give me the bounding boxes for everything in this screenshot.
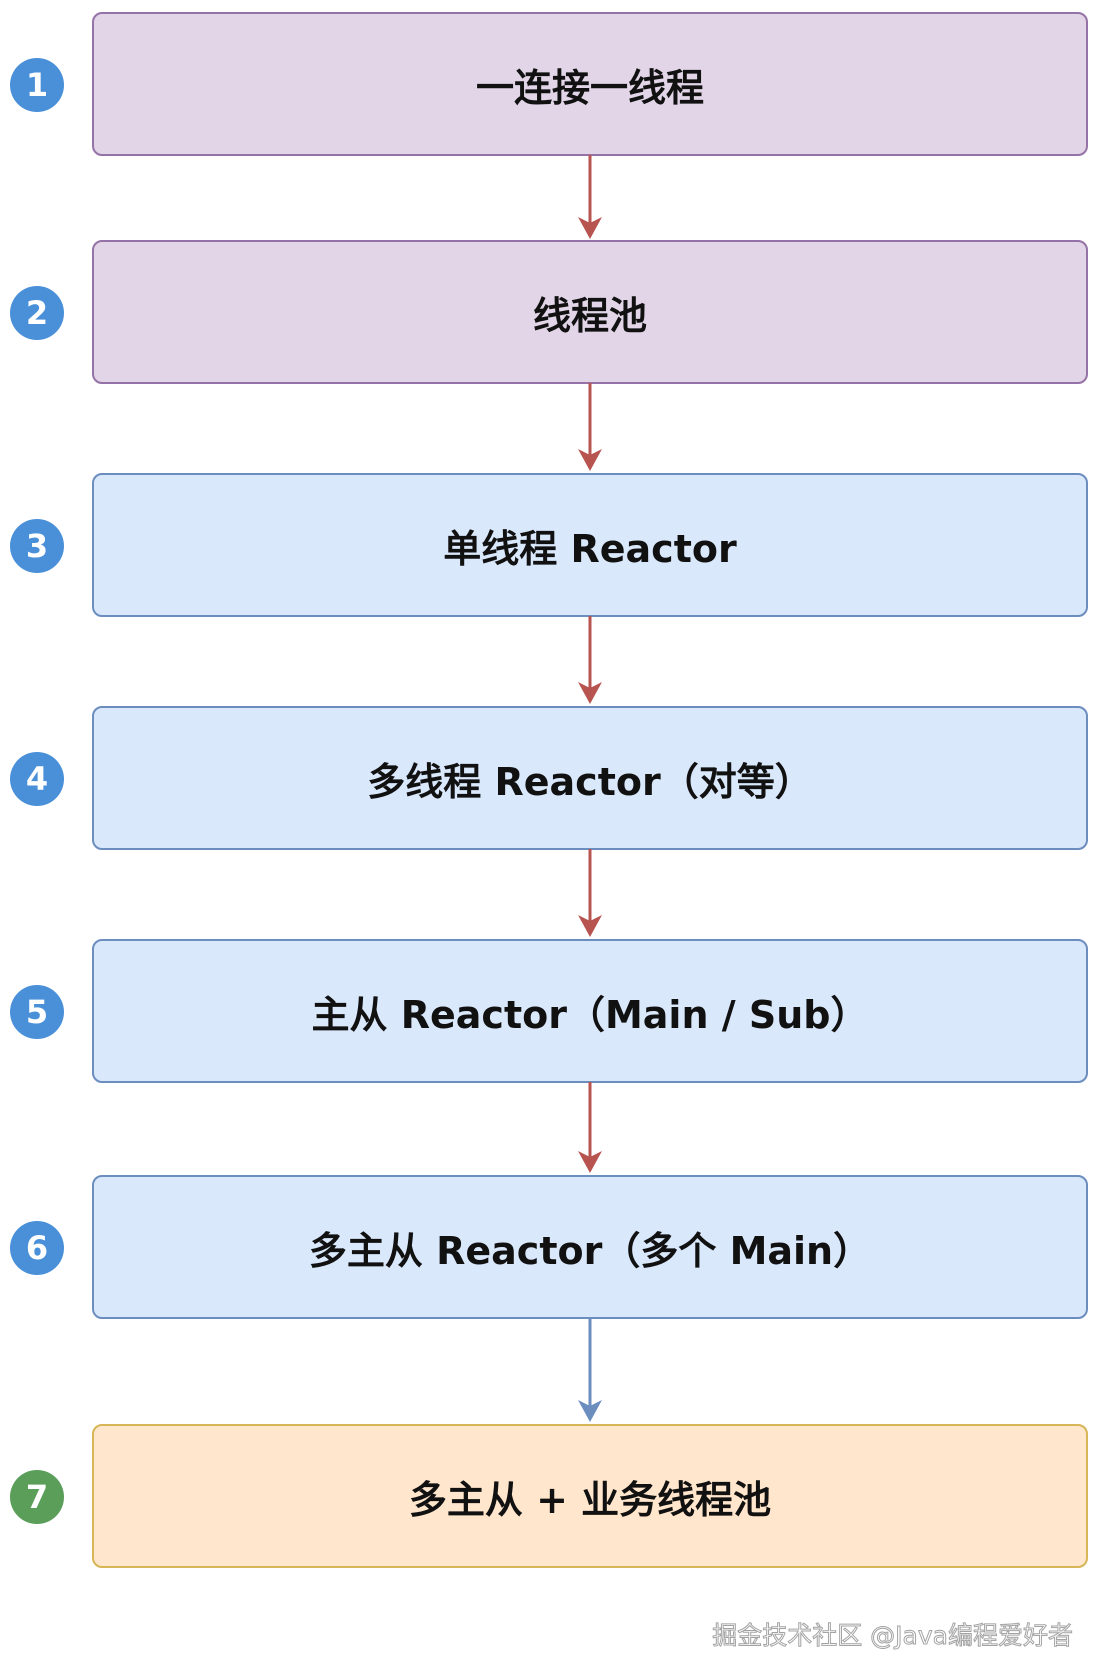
- watermark-text: 掘金技术社区 @Java编程爱好者: [712, 1621, 1074, 1651]
- flow-arrow: [578, 155, 602, 239]
- step-number-badge: 4: [10, 752, 64, 806]
- step-label: 一连接一线程: [475, 65, 704, 110]
- step-7: 7 多主从 + 业务线程池: [0, 1424, 1101, 1570]
- step-2: 2 线程池: [0, 240, 1101, 386]
- step-1: 1 一连接一线程: [0, 12, 1101, 158]
- step-label: 线程池: [532, 293, 647, 338]
- step-box: 多主从 + 业务线程池: [92, 1424, 1088, 1568]
- step-number-badge: 5: [10, 985, 64, 1039]
- step-box: 线程池: [92, 240, 1088, 384]
- flow-arrow: [578, 616, 602, 704]
- flow-arrow: [578, 1318, 602, 1422]
- step-4: 4 多线程 Reactor（对等）: [0, 706, 1101, 852]
- step-number-badge: 7: [10, 1470, 64, 1524]
- step-box: 主从 Reactor（Main / Sub）: [92, 939, 1088, 1083]
- step-5: 5 主从 Reactor（Main / Sub）: [0, 939, 1101, 1085]
- step-number-badge: 3: [10, 519, 64, 573]
- step-box: 多线程 Reactor（对等）: [92, 706, 1088, 850]
- step-label: 多主从 + 业务线程池: [408, 1477, 772, 1522]
- step-number-badge: 2: [10, 286, 64, 340]
- step-label: 多线程 Reactor（对等）: [367, 759, 813, 804]
- step-3: 3 单线程 Reactor: [0, 473, 1101, 619]
- flow-arrow: [578, 1082, 602, 1173]
- step-box: 一连接一线程: [92, 12, 1088, 156]
- flow-arrow: [578, 849, 602, 937]
- step-number-badge: 1: [10, 58, 64, 112]
- step-label: 主从 Reactor（Main / Sub）: [311, 992, 869, 1037]
- step-6: 6 多主从 Reactor（多个 Main）: [0, 1175, 1101, 1321]
- step-box: 多主从 Reactor（多个 Main）: [92, 1175, 1088, 1319]
- step-label: 单线程 Reactor: [443, 526, 737, 571]
- step-label: 多主从 Reactor（多个 Main）: [308, 1228, 872, 1273]
- step-box: 单线程 Reactor: [92, 473, 1088, 617]
- flow-arrow: [578, 383, 602, 471]
- step-number-badge: 6: [10, 1221, 64, 1275]
